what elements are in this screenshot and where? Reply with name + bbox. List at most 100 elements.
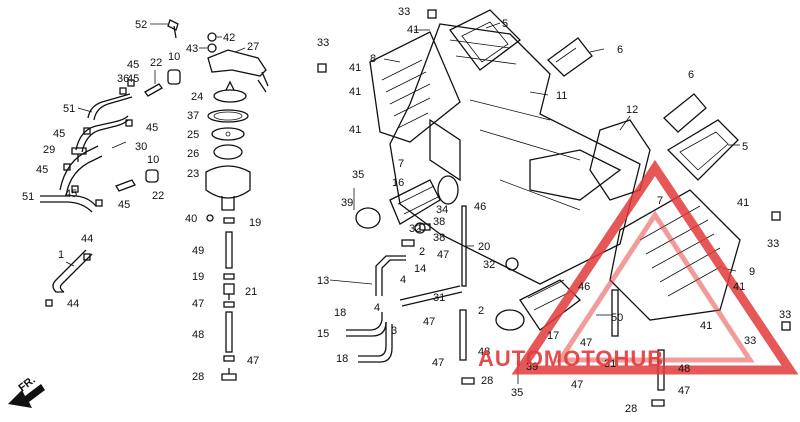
seal-25	[211, 127, 245, 141]
callout: 33	[398, 6, 410, 18]
callout: 1	[58, 249, 64, 261]
callout: 38	[433, 216, 445, 228]
callout: 48	[678, 363, 690, 375]
band-35a	[355, 207, 381, 229]
bolt-40	[206, 214, 214, 222]
callout: 47	[247, 355, 259, 367]
callout: 5	[742, 141, 748, 153]
callout: 47	[423, 316, 435, 328]
tee-29	[71, 147, 87, 162]
callout: 41	[349, 86, 361, 98]
cap-10b	[145, 169, 159, 183]
callout: 19	[249, 217, 261, 229]
ring-37	[207, 109, 249, 123]
callout: 7	[657, 195, 663, 207]
callout: 46	[474, 201, 486, 213]
callout: 47	[678, 385, 690, 397]
callout: 17	[547, 330, 559, 342]
fitting-21	[223, 283, 235, 300]
callout: 21	[245, 286, 257, 298]
bolt-33d	[781, 321, 791, 331]
funnel-6b	[663, 93, 707, 133]
callout: 33	[317, 37, 329, 49]
callout: 48	[192, 329, 204, 341]
callout: 11	[556, 90, 567, 102]
callout: 41	[349, 124, 361, 136]
callout: 2	[419, 246, 425, 258]
callout: 6	[617, 44, 623, 56]
callout: 45	[127, 73, 139, 85]
callout: 31	[604, 358, 616, 370]
boot-5b	[666, 119, 739, 181]
clamp-47b	[223, 355, 235, 362]
tube-13	[375, 255, 406, 296]
tube-18	[358, 322, 393, 363]
cap-24	[213, 80, 247, 103]
callout: 6	[688, 69, 694, 81]
callout: 29	[43, 144, 55, 156]
callout: 35	[511, 387, 523, 399]
boot-5a	[449, 9, 521, 71]
tube-1	[52, 249, 93, 293]
callout: 22	[150, 57, 162, 69]
airbox-housing	[369, 23, 741, 321]
callout: 32	[483, 259, 495, 271]
tube-48b	[459, 309, 467, 361]
callout: 14	[414, 263, 426, 275]
callout: 45	[127, 59, 139, 71]
clamp-44a	[83, 253, 91, 261]
tube-50	[611, 289, 619, 337]
callout: 47	[192, 298, 204, 310]
callout: 26	[187, 148, 199, 160]
callout: 8	[370, 53, 376, 65]
callout: 34	[436, 204, 448, 216]
callout: 43	[186, 43, 198, 55]
callout: 47	[437, 249, 449, 261]
fitting-22b	[115, 179, 136, 192]
duct-17	[495, 279, 581, 331]
callout: 13	[317, 275, 329, 287]
callout: 48	[478, 346, 490, 358]
clamp-45d	[83, 127, 91, 135]
callout: 47	[580, 337, 592, 349]
clamp-44b	[45, 299, 53, 307]
bracket-27	[207, 47, 269, 93]
tube-49	[225, 231, 233, 269]
clamp-19a	[223, 217, 235, 224]
callout: 15	[317, 328, 329, 340]
callout: 41	[700, 320, 712, 332]
callout: 7	[398, 158, 404, 170]
clamp-45c	[125, 119, 133, 127]
callout: 28	[625, 403, 637, 415]
callout: 22	[152, 190, 164, 202]
clamp-45a	[127, 79, 135, 87]
bolt-28b	[461, 377, 475, 385]
clamp-47a	[223, 301, 235, 308]
callout: 51	[22, 191, 34, 203]
clamp-36	[119, 87, 127, 95]
callout: 4	[374, 302, 380, 314]
callout: 19	[192, 271, 204, 283]
callout: 3	[391, 325, 397, 337]
filter-26	[213, 144, 243, 160]
bolt-33b	[317, 63, 327, 73]
callout: 45	[118, 199, 130, 211]
clamp-45f	[71, 185, 79, 193]
callout: 39	[526, 361, 538, 373]
callout: 12	[626, 104, 638, 116]
callout: 33	[744, 335, 756, 347]
callout: 25	[187, 129, 199, 141]
watermark-text: AUTOMOTOHUB	[478, 346, 664, 371]
callout: 10	[168, 51, 180, 63]
callout: 18	[336, 353, 348, 365]
callout: 20	[478, 241, 490, 253]
callout: 18	[334, 307, 346, 319]
bolt-28c	[651, 399, 665, 407]
callout: 45	[65, 188, 77, 200]
hose-51b	[40, 145, 103, 213]
hose-30	[75, 115, 129, 153]
clamp-45g	[95, 199, 103, 207]
callout: 42	[223, 32, 235, 44]
callout: 31	[433, 292, 445, 304]
